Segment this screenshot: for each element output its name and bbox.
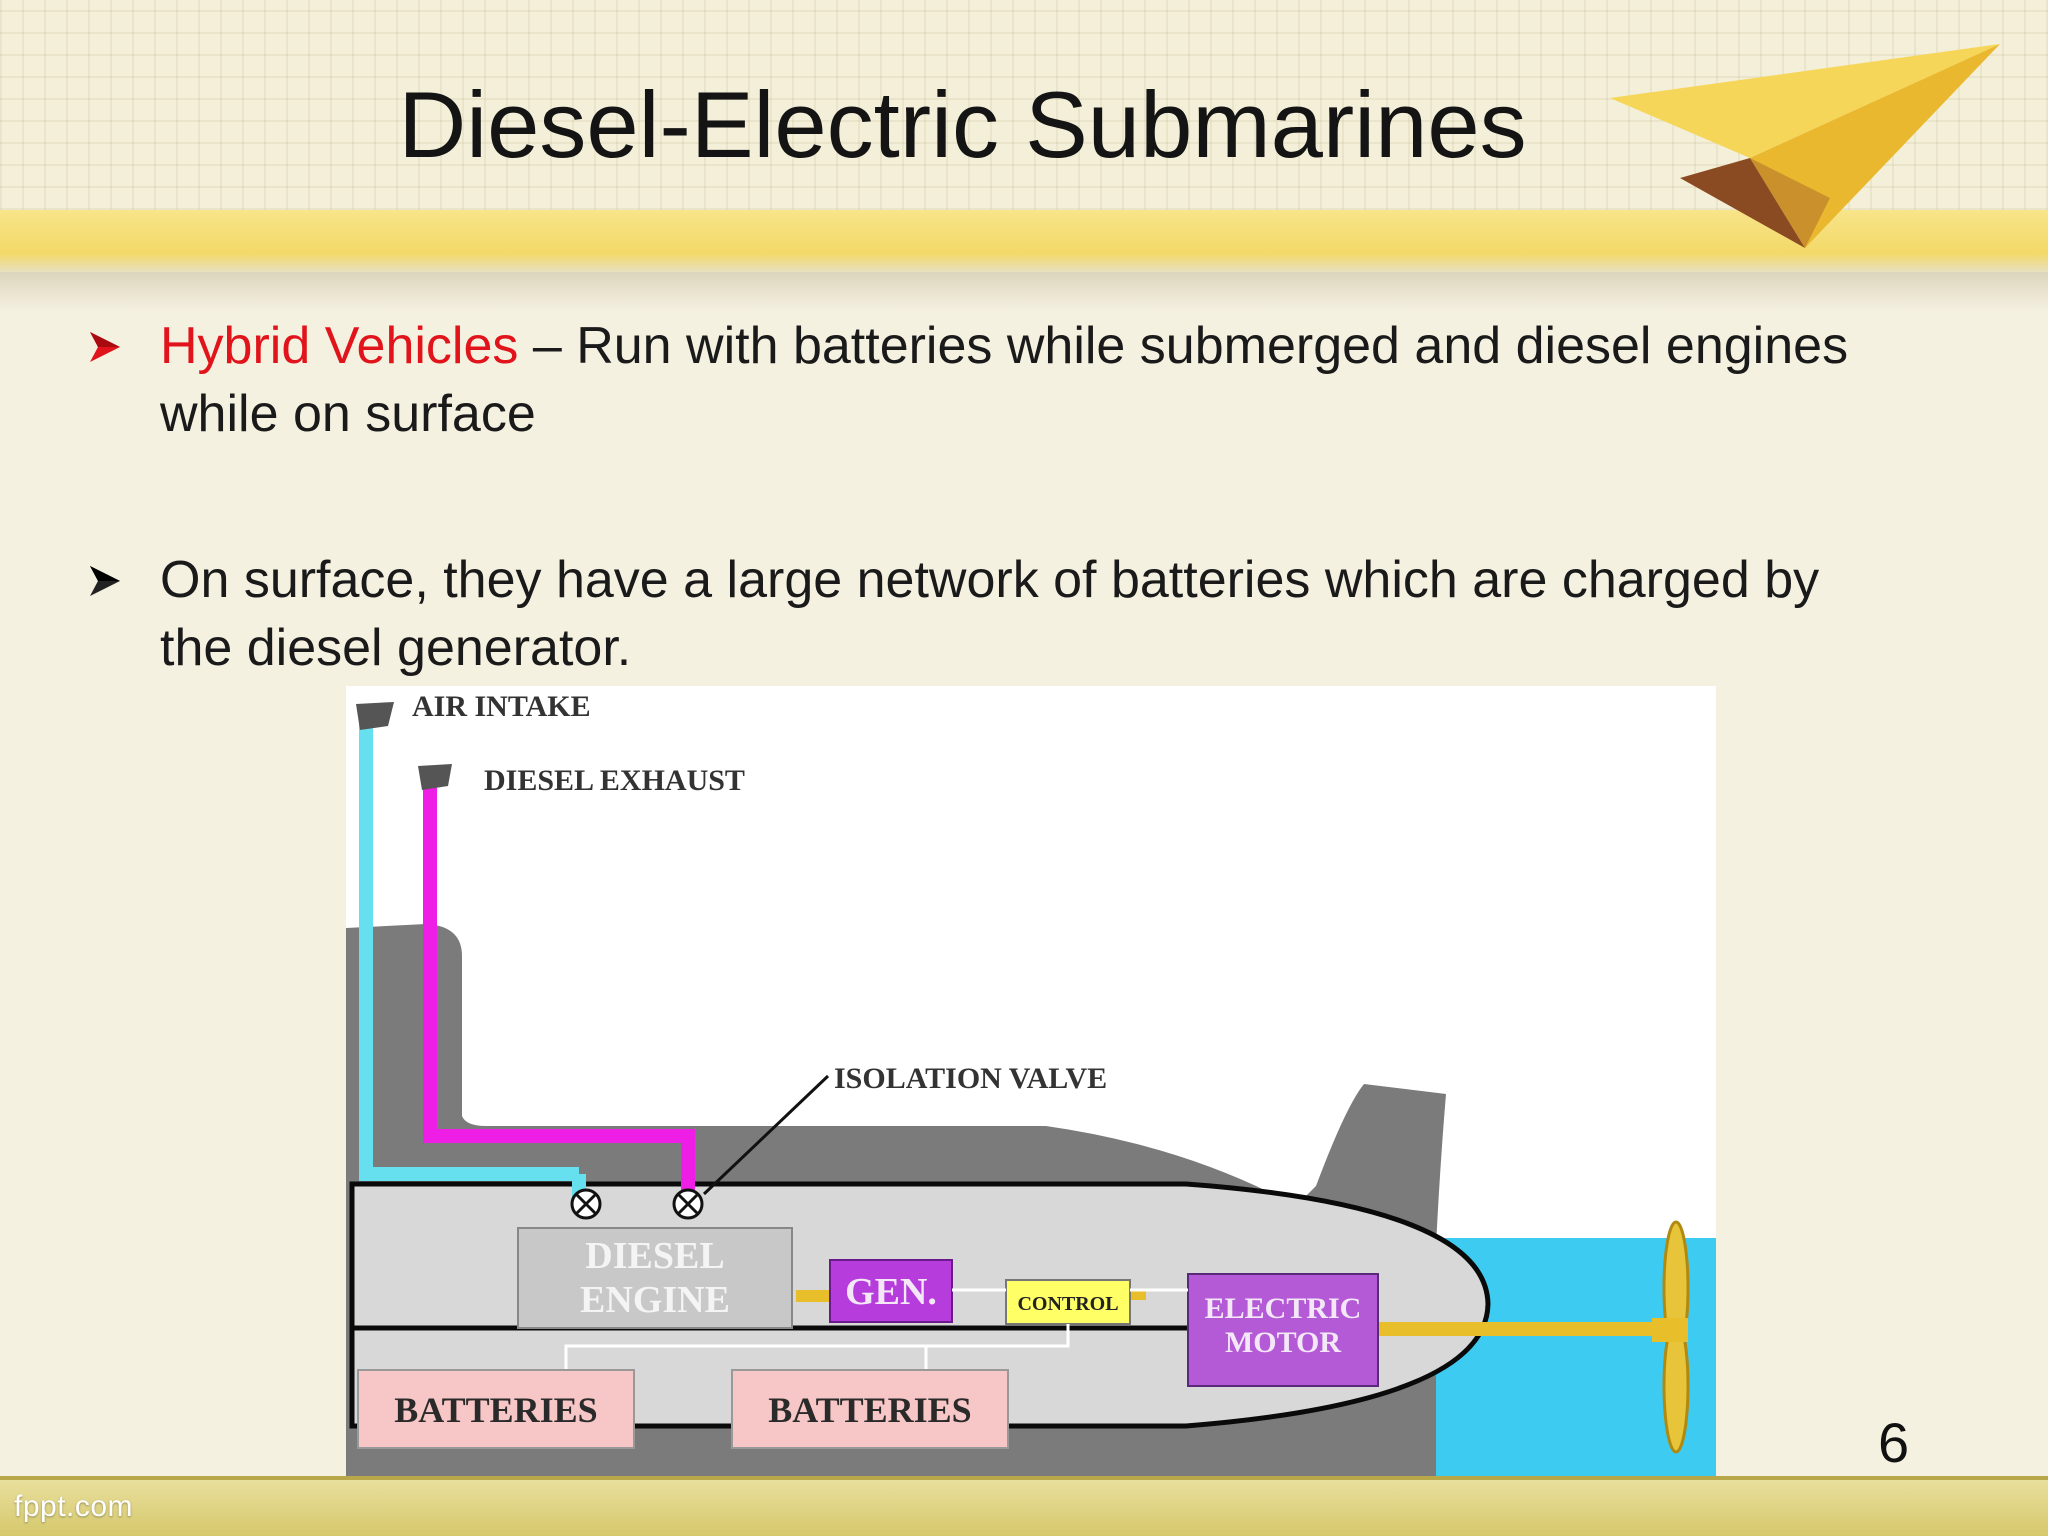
wiring (564, 1324, 1070, 1370)
diesel-engine-label: DIESEL (585, 1235, 724, 1277)
generator-box (829, 1259, 953, 1323)
electric-motor-label: MOTOR (1225, 1326, 1341, 1359)
diesel-engine-box (517, 1227, 793, 1329)
fppt-logo: fppt.com (14, 1490, 134, 1523)
bullet-on-surface: On surface, they have a large network of… (88, 546, 1868, 682)
air-intake-pipe (359, 724, 579, 1181)
bullet-arrow-icon (90, 332, 120, 362)
submarine-diagram: DIESEL ENGINE GEN. CONTROL ELECTRIC MOTO… (346, 686, 1716, 1526)
bullet-highlight: Hybrid Vehicles (160, 317, 519, 375)
batteries-box-left (357, 1369, 635, 1449)
header-band-shadow (0, 272, 2048, 312)
bullet-hybrid-vehicles: Hybrid Vehicles – Run with batteries whi… (88, 312, 1868, 448)
diesel-engine-label: ENGINE (580, 1279, 730, 1321)
control-box (1005, 1279, 1131, 1325)
electric-motor-box (1187, 1273, 1379, 1387)
diesel-exhaust-label: DIESEL EXHAUST (484, 764, 745, 797)
bullet-arrow-icon (90, 566, 120, 596)
batteries-label: BATTERIES (768, 1390, 971, 1430)
slide-title: Diesel-Electric Submarines (398, 72, 1527, 177)
generator-label: GEN. (845, 1271, 937, 1313)
air-intake-label: AIR INTAKE (412, 690, 591, 723)
paper-plane-icon (1610, 44, 2000, 248)
valve-leader-line (702, 1074, 830, 1196)
bullet-text: – Run with batteries while submerged and… (160, 317, 1849, 443)
electric-motor-label: ELECTRIC (1205, 1292, 1362, 1325)
air-intake-head (356, 702, 394, 730)
footer-line (0, 1476, 2048, 1480)
batteries-label: BATTERIES (394, 1390, 597, 1430)
batteries-box-right (731, 1369, 1009, 1449)
control-label: CONTROL (1017, 1293, 1118, 1315)
bullet-text: On surface, they have a large network of… (160, 551, 1820, 677)
page-number: 6 (1878, 1411, 1910, 1474)
isolation-valve-label: ISOLATION VALVE (834, 1062, 1107, 1095)
shaft (1376, 1322, 1676, 1336)
exhaust-pipe (423, 786, 695, 1196)
footer-band (0, 1480, 2048, 1536)
exhaust-head (418, 764, 452, 790)
header-band (0, 210, 2048, 272)
